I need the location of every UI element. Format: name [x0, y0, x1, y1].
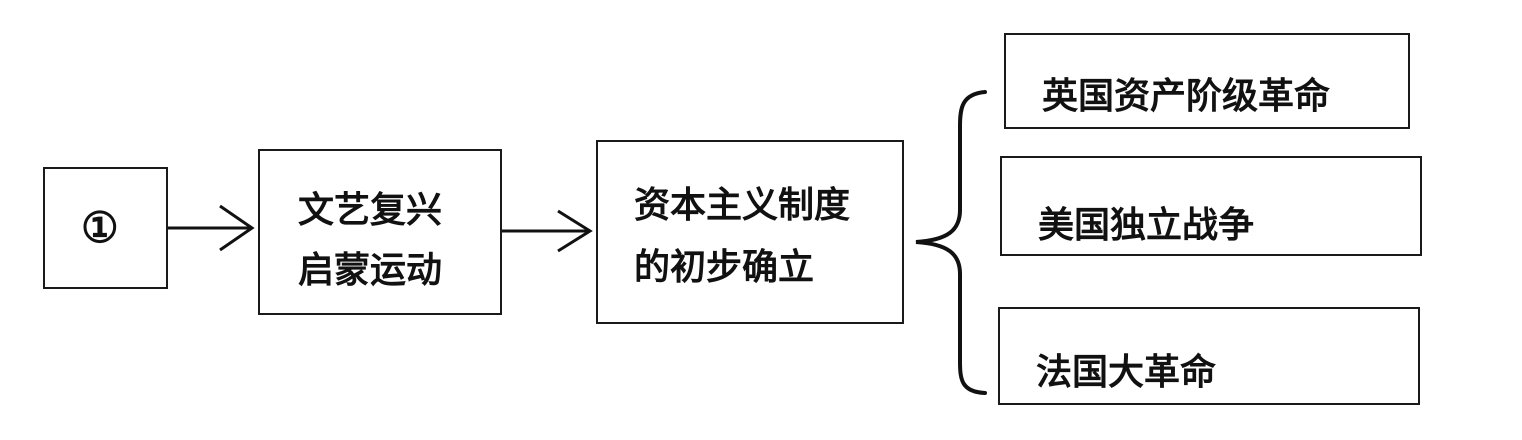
renaissance-label: 文艺复兴 — [298, 189, 443, 231]
branch-label-american-independence: 美国独立战争 — [1038, 204, 1255, 246]
start-box-label: ① — [81, 203, 119, 252]
capitalism-establishment-box: 资本主义制度 的初步确立 — [596, 140, 904, 324]
branch-label-french-revolution: 法国大革命 — [1036, 351, 1217, 393]
arrow-2 — [502, 209, 593, 253]
branch-box-british-revolution: 英国资产阶级革命 — [1004, 33, 1410, 129]
branch-box-french-revolution: 法国大革命 — [998, 307, 1420, 405]
branch-box-american-independence: 美国独立战争 — [1000, 156, 1422, 256]
renaissance-enlightenment-box: 文艺复兴 启蒙运动 — [258, 149, 502, 315]
capitalism-label-line1: 资本主义制度 — [634, 184, 851, 226]
branch-label-british-revolution: 英国资产阶级革命 — [1042, 75, 1331, 117]
start-box: ① — [43, 167, 168, 289]
enlightenment-label: 启蒙运动 — [298, 249, 443, 291]
arrow-1 — [168, 204, 255, 252]
branch-brace — [915, 90, 987, 395]
capitalism-label-line2: 的初步确立 — [634, 246, 815, 288]
